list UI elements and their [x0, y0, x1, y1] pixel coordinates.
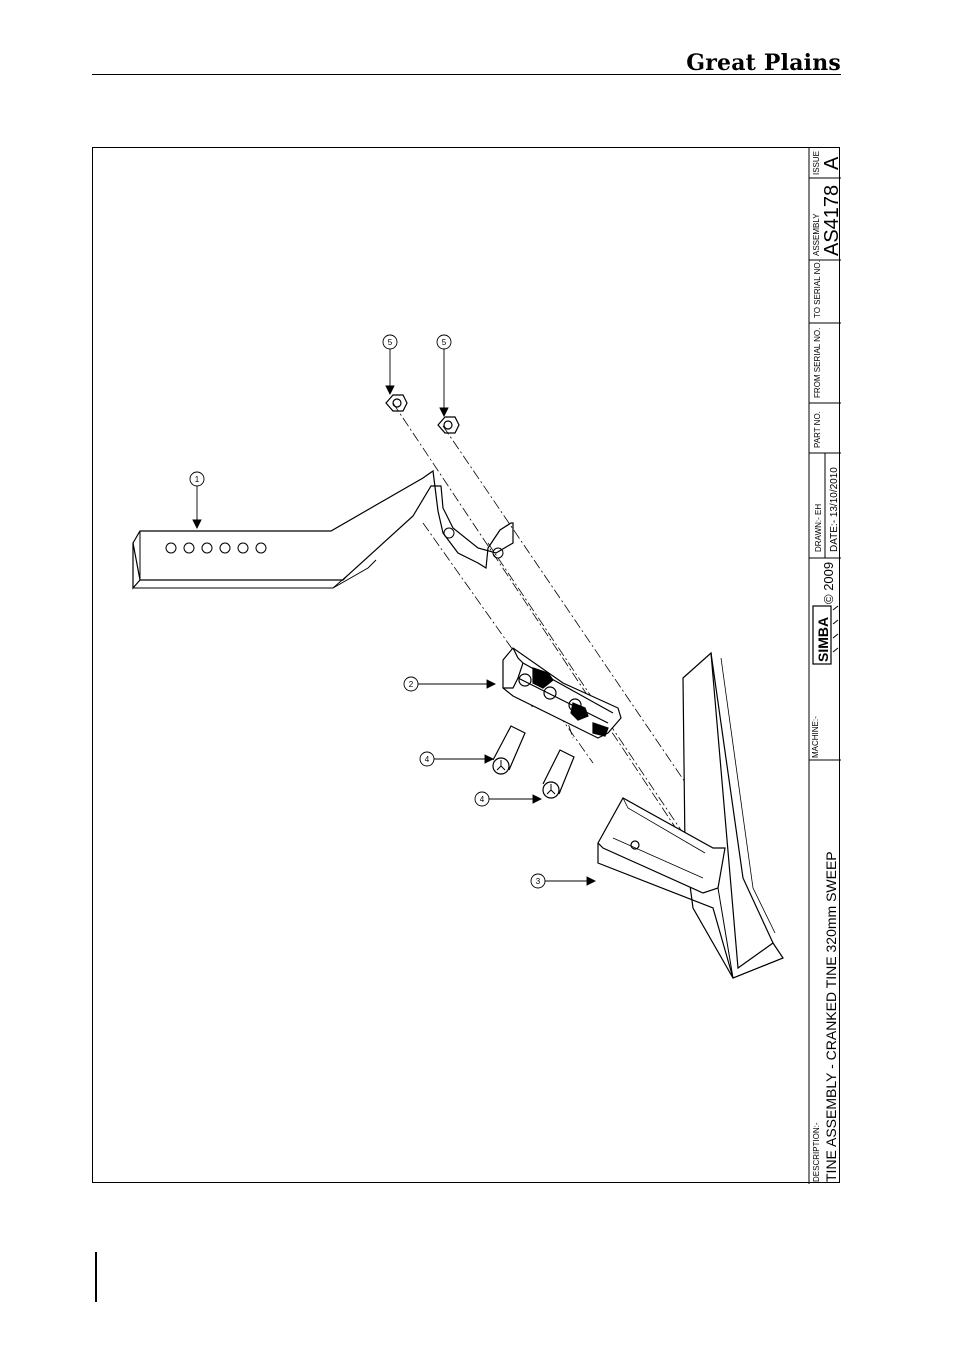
- callout-4-upper-label: 4: [425, 755, 430, 764]
- callout-4-lower-label: 4: [480, 795, 485, 804]
- callout-4-upper: 4: [420, 752, 493, 766]
- description-label: DESCRIPTION:-: [812, 1122, 821, 1182]
- simba-logo-text: SIMBA: [815, 617, 831, 662]
- to-serial-label: TO SERIAL NO.: [813, 260, 822, 318]
- bolt-lower: [543, 750, 574, 798]
- callout-2-label: 2: [409, 680, 414, 689]
- header-rule: [92, 74, 841, 75]
- assembly-number: AS4178: [821, 185, 841, 256]
- brand-logo: Great Plains: [686, 50, 841, 76]
- callout-5-right-label: 5: [442, 338, 447, 347]
- copyright: © 2009: [821, 562, 836, 604]
- issue-letter: A: [821, 156, 841, 170]
- nut-right: [438, 417, 459, 433]
- machine-label: MACHINE:-: [811, 716, 820, 758]
- assembly-centerlines: [393, 403, 723, 848]
- technical-drawing-frame: DESCRIPTION:- TINE ASSEMBLY - CRANKED TI…: [92, 147, 840, 1183]
- bolt-upper: [493, 726, 525, 774]
- drawn-by: DRAWN:- EH: [814, 504, 823, 552]
- callout-4-lower: 4: [475, 792, 541, 806]
- callout-5-left: 5: [383, 335, 397, 394]
- drawing-date: DATE:- 13/10/2010: [829, 467, 840, 552]
- from-serial-label: FROM SERIAL NO.: [813, 328, 822, 398]
- assembly-label: ASSEMBLY: [812, 213, 821, 256]
- callout-3-label: 3: [536, 877, 541, 886]
- issue-label: ISSUE: [812, 151, 821, 175]
- drawing-description: TINE ASSEMBLY - CRANKED TINE 320mm SWEEP: [823, 851, 839, 1182]
- part-no-label: PART NO.: [813, 411, 822, 448]
- callout-1: 1: [190, 472, 204, 528]
- sweep-blade: [598, 653, 783, 978]
- callout-5-left-label: 5: [388, 338, 393, 347]
- simba-logo: SIMBA: [813, 606, 838, 664]
- callout-2: 2: [404, 677, 495, 691]
- callout-1-label: 1: [195, 475, 200, 484]
- technical-drawing: DESCRIPTION:- TINE ASSEMBLY - CRANKED TI…: [93, 148, 841, 1184]
- footer-rule: [95, 1252, 97, 1302]
- callout-3: 3: [531, 874, 595, 888]
- cranked-tine: [133, 471, 513, 588]
- callout-5-right: 5: [437, 335, 451, 416]
